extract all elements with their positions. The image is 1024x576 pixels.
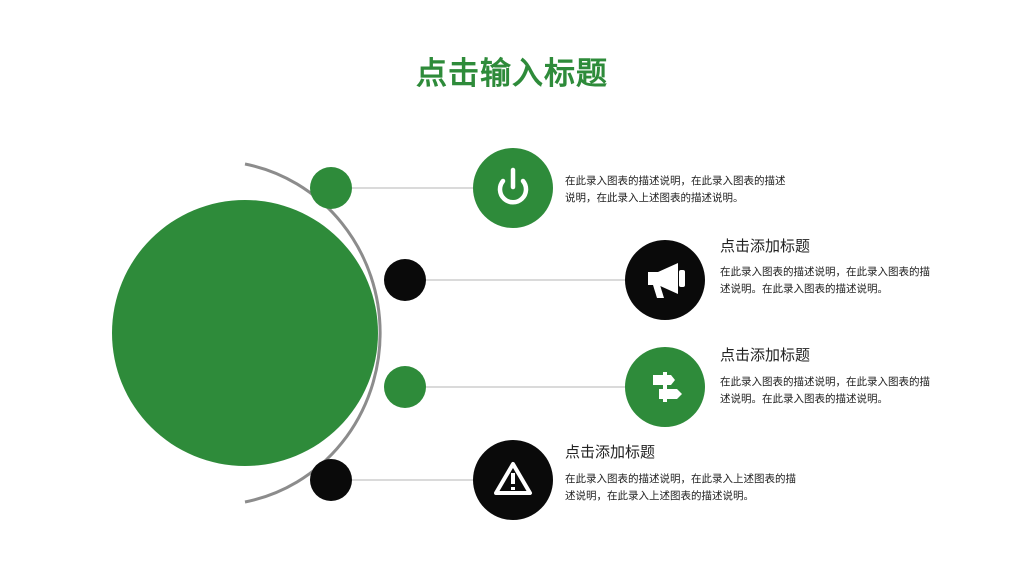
item-3-desc-line-1: 在此录入图表的描述说明，在此录入图表的描	[720, 376, 930, 388]
megaphone-icon	[648, 263, 685, 298]
arc-node-1	[310, 167, 352, 209]
item-4-description: 在此录入图表的描述说明，在此录入上述图表的描 述说明，在此录入上述图表的描述说明…	[565, 471, 796, 505]
item-2-description: 在此录入图表的描述说明，在此录入图表的描 述说明。在此录入图表的描述说明。	[720, 264, 930, 298]
signpost-icon	[653, 372, 682, 402]
item-1-desc-line-2: 说明，在此录入上述图表的描述说明。	[565, 192, 744, 204]
item-4-title: 点击添加标题	[565, 443, 656, 461]
power-icon	[497, 167, 529, 205]
arc-node-2	[384, 259, 426, 301]
icon-circle-2	[625, 240, 705, 320]
item-4-desc-line-1: 在此录入图表的描述说明，在此录入上述图表的描	[565, 473, 796, 485]
item-2-desc-line-2: 述说明。在此录入图表的描述说明。	[720, 283, 888, 295]
icon-circle-1	[473, 148, 553, 228]
warning-icon	[494, 462, 532, 495]
icon-circle-4	[473, 440, 553, 520]
item-3-title: 点击添加标题	[720, 346, 811, 364]
item-3-description: 在此录入图表的描述说明，在此录入图表的描 述说明。在此录入图表的描述说明。	[720, 374, 930, 408]
arc-node-4	[310, 459, 352, 501]
item-3-desc-line-2: 述说明。在此录入图表的描述说明。	[720, 393, 888, 405]
outer-arc	[244, 162, 382, 504]
page-title: 点击输入标题	[416, 56, 608, 92]
arc-node-3	[384, 366, 426, 408]
item-4-desc-line-2: 述说明，在此录入上述图表的描述说明。	[565, 490, 754, 502]
central-circle	[112, 200, 378, 466]
item-1-description: 在此录入图表的描述说明，在此录入图表的描述 说明，在此录入上述图表的描述说明。	[565, 173, 786, 207]
icon-circle-3	[625, 347, 705, 427]
item-2-desc-line-1: 在此录入图表的描述说明，在此录入图表的描	[720, 266, 930, 278]
item-1-desc-line-1: 在此录入图表的描述说明，在此录入图表的描述	[565, 175, 786, 187]
item-2-title: 点击添加标题	[720, 237, 811, 255]
